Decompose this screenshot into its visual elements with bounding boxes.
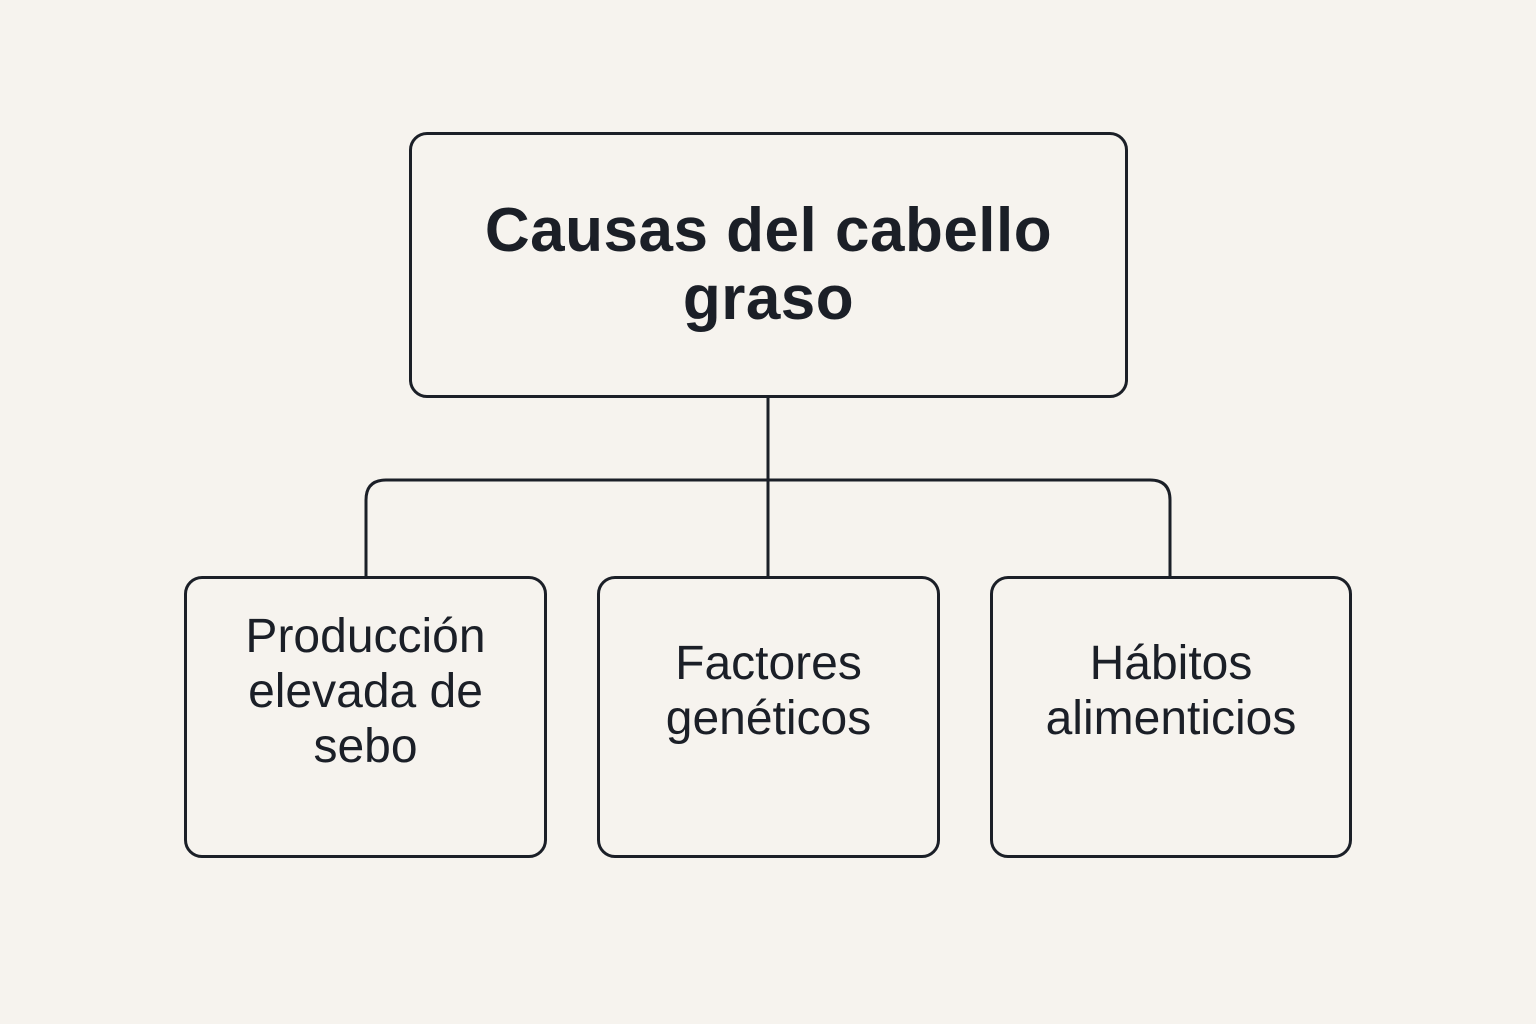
child-node-label: Factores genéticos bbox=[665, 637, 872, 745]
child-node-genetics: Factores genéticos bbox=[597, 576, 940, 858]
child-node-label: Producción elevada de sebo bbox=[245, 609, 486, 773]
root-node: Causas del cabello graso bbox=[409, 132, 1128, 398]
child-node-label: Hábitos alimenticios bbox=[1045, 637, 1297, 745]
root-node-label: Causas del cabello graso bbox=[484, 196, 1053, 333]
child-node-diet: Hábitos alimenticios bbox=[990, 576, 1352, 858]
child-node-sebum: Producción elevada de sebo bbox=[184, 576, 547, 858]
